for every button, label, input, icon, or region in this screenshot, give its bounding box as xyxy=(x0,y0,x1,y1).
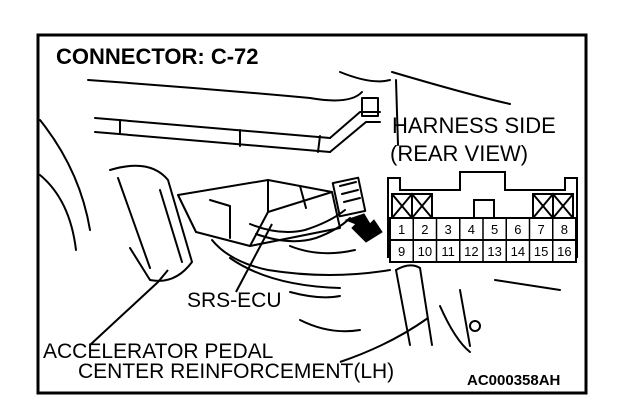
pin-grid: 1 2 3 4 5 6 7 8 9 10 11 12 13 14 15 16 xyxy=(389,217,577,263)
pin-label-12: 12 xyxy=(464,244,478,259)
harness-side-label: HARNESS SIDE xyxy=(392,113,556,138)
pin-label-9: 9 xyxy=(398,244,405,259)
accelerator-pedal-label: ACCELERATOR PEDAL xyxy=(43,340,273,363)
connector-outline xyxy=(387,171,578,258)
figure-code: AC000358AH xyxy=(467,372,560,389)
pin-label-2: 2 xyxy=(421,222,428,237)
pin-label-1: 1 xyxy=(398,222,405,237)
pin-label-15: 15 xyxy=(534,244,548,259)
vehicle-illustration xyxy=(39,71,561,353)
rear-view-label: (REAR VIEW) xyxy=(390,141,528,166)
pin-label-7: 7 xyxy=(537,222,544,237)
pin-label-4: 4 xyxy=(468,222,475,237)
pin-label-11: 11 xyxy=(441,244,455,259)
srs-ecu-label: SRS-ECU xyxy=(187,289,282,312)
pin-label-5: 5 xyxy=(491,222,498,237)
pin-label-3: 3 xyxy=(444,222,451,237)
leader-lines xyxy=(89,223,429,363)
pin-label-14: 14 xyxy=(511,244,525,259)
direction-arrow-icon xyxy=(344,213,383,243)
pin-label-8: 8 xyxy=(561,222,568,237)
center-reinforcement-label: CENTER REINFORCEMENT(LH) xyxy=(78,360,394,383)
pin-label-6: 6 xyxy=(514,222,521,237)
connector-title: CONNECTOR: C-72 xyxy=(56,44,259,69)
pin-label-16: 16 xyxy=(557,244,571,259)
pin-label-10: 10 xyxy=(418,244,432,259)
pin-label-13: 13 xyxy=(487,244,501,259)
